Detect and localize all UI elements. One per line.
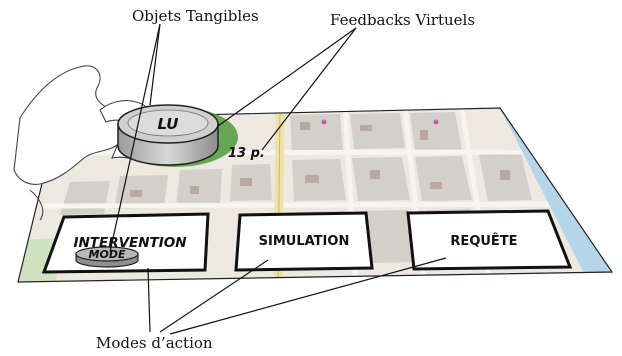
mode-zone-simulation[interactable]: SIMULATION: [234, 211, 374, 272]
callout-line-mode-simulation: [159, 259, 269, 333]
mode-box-simulation: [234, 211, 374, 272]
mode-label-requete: REQUÊTE: [450, 233, 517, 249]
mode-token-label: MODE: [89, 248, 126, 261]
label-virtual-feedback: Feedbacks Virtuels: [330, 11, 475, 29]
tangible-puck[interactable]: LU: [117, 104, 219, 166]
mode-token-top: [75, 246, 139, 262]
callout-line-feedback-ring: [217, 27, 357, 127]
callout-line-mode-requete: [169, 257, 447, 335]
map-table-edge: [17, 107, 614, 283]
map-buildings: [130, 122, 510, 197]
callout-line-mode-intervention: [147, 267, 151, 333]
label-action-modes: Modes d’action: [96, 334, 213, 352]
mode-box-requete: [406, 209, 573, 271]
mode-token[interactable]: MODE: [75, 246, 139, 268]
mode-label-simulation: SIMULATION: [259, 234, 350, 249]
callout-line-tangible-token: [109, 23, 161, 253]
mode-zone-requete[interactable]: REQUÊTE: [406, 209, 573, 271]
feedback-value: 13 p.: [228, 146, 265, 161]
label-tangible-objects: Objets Tangibles: [132, 7, 259, 25]
callout-lines: [109, 23, 447, 335]
callout-line-feedback-value: [261, 27, 357, 151]
callout-line-tangible-puck: [149, 23, 161, 106]
puck-label: LU: [158, 115, 179, 133]
